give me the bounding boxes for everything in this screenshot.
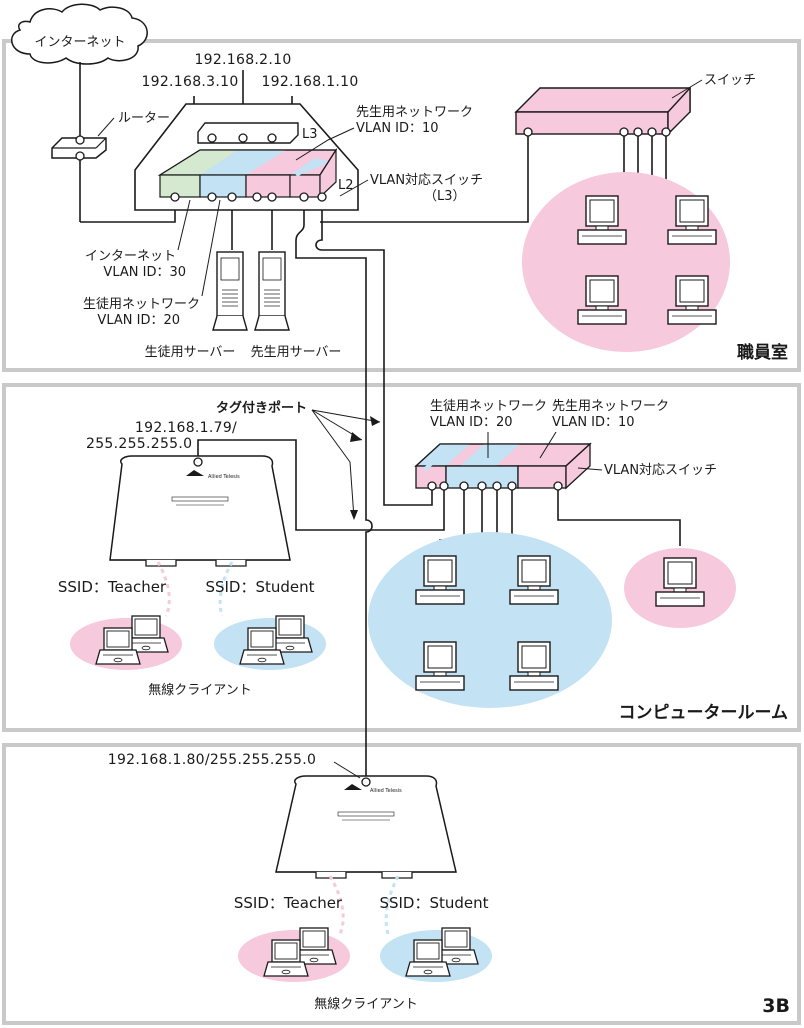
ip-192-168-1-10: 192.168.1.10 — [261, 74, 358, 90]
room-switch-label: VLAN対応スイッチ — [604, 463, 717, 478]
ap1-ip-line1: 192.168.1.79/ — [135, 420, 237, 436]
student-pc-zone — [368, 532, 612, 708]
student-server-label: 生徒用サーバー — [145, 345, 236, 360]
room-student-line2: VLAN ID：20 — [430, 415, 513, 430]
room-teacher-line2: VLAN ID：10 — [552, 415, 635, 430]
student-server — [212, 251, 248, 331]
core-desc-line2: （L3） — [424, 189, 466, 204]
third-room-title: 3B — [762, 995, 790, 1017]
room-vlan-switch — [414, 442, 592, 491]
router — [51, 135, 107, 161]
internet-vlan-line2: VLAN ID：30 — [103, 265, 186, 280]
router-label: ルーター — [118, 111, 170, 126]
ap1-ssid-student: SSID：Student — [205, 578, 314, 596]
access-point-2 — [275, 775, 457, 879]
teacher-server — [254, 251, 290, 331]
ap2-clients-label: 無線クライアント — [314, 996, 417, 1012]
room-teacher-line1: 先生用ネットワーク — [552, 399, 669, 414]
ap2-ip: 192.168.1.80/255.255.255.0 — [108, 752, 316, 768]
staff-room-title: 職員室 — [737, 342, 788, 363]
ap2-brand: Allied Telesis — [370, 788, 402, 794]
teacher-server-label: 先生用サーバー — [251, 345, 342, 360]
internet-vlan-line1: インターネット — [85, 249, 176, 264]
l2-label: L2 — [338, 178, 354, 193]
ap2-ssid-teacher: SSID：Teacher — [234, 894, 343, 912]
room-student-line1: 生徒用ネットワーク — [430, 399, 547, 414]
ap1-brand: Allied Telesis — [208, 474, 240, 480]
staff-room-frame — [2, 39, 801, 372]
staff-switch — [514, 86, 691, 137]
computer-room-title: コンピュータールーム — [619, 703, 789, 723]
third-room-frame — [2, 743, 801, 1025]
computer-room-frame — [2, 383, 801, 732]
internet-cloud — [10, 3, 148, 65]
teacher-vlan-line2: VLAN ID：10 — [356, 121, 439, 136]
student-vlan-line1: 生徒用ネットワーク — [83, 297, 200, 312]
ap2-ssid-student: SSID：Student — [379, 894, 488, 912]
ap1-ip-line2: 255.255.255.0 — [86, 436, 192, 452]
ap1-ssid-teacher: SSID：Teacher — [58, 578, 167, 596]
ip-192-168-2-10: 192.168.2.10 — [194, 52, 291, 68]
core-desc-line1: VLAN対応スイッチ — [370, 173, 483, 188]
access-point-1 — [109, 455, 291, 567]
staff-switch-label: スイッチ — [704, 73, 756, 88]
tagged-port-label: タグ付きポート — [216, 400, 307, 416]
ip-192-168-3-10: 192.168.3.10 — [141, 74, 238, 90]
cloud-label: インターネット — [34, 35, 125, 50]
core-l3-switch — [134, 103, 359, 211]
teacher-vlan-line1: 先生用ネットワーク — [356, 105, 473, 120]
tagged-port-arrows — [311, 409, 381, 519]
l3-label: L3 — [302, 127, 318, 142]
student-vlan-line2: VLAN ID：20 — [97, 313, 180, 328]
ap1-clients-label: 無線クライアント — [148, 682, 251, 698]
